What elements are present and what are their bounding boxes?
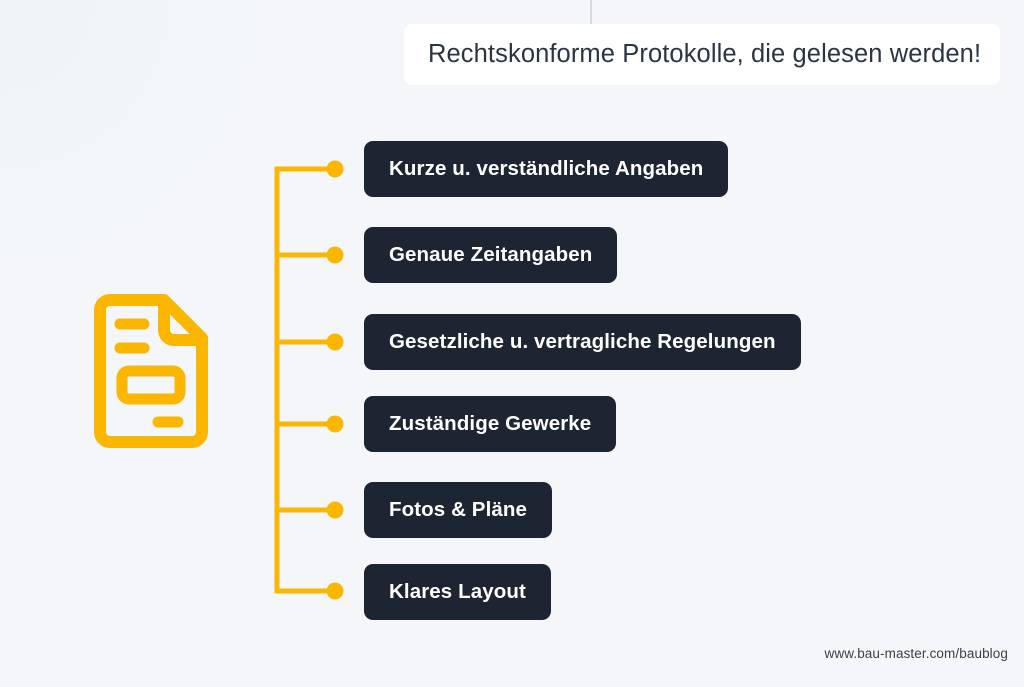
top-tick-mark [590, 0, 592, 25]
checklist-item: Zuständige Gewerke [364, 396, 617, 452]
checklist-item: Klares Layout [364, 564, 551, 620]
checklist-item: Kurze u. verständliche Angaben [364, 141, 729, 197]
checklist-item: Genaue Zeitangaben [364, 227, 618, 283]
document-icon [92, 290, 212, 450]
title-card: Rechtskonforme Protokolle, die gelesen w… [404, 24, 1000, 85]
checklist-item-label: Fotos & Pläne [389, 497, 527, 521]
checklist-item-label: Klares Layout [389, 579, 526, 603]
checklist-item: Gesetzliche u. vertragliche Regelungen [364, 314, 801, 370]
checklist-item: Fotos & Pläne [364, 482, 552, 538]
checklist-item-label: Zuständige Gewerke [389, 411, 592, 435]
checklist-item-label: Kurze u. verständliche Angaben [389, 156, 704, 180]
checklist-item-label: Gesetzliche u. vertragliche Regelungen [389, 329, 776, 353]
connector-tree [268, 150, 348, 610]
page-title: Rechtskonforme Protokolle, die gelesen w… [428, 40, 982, 69]
footer-url: www.bau-master.com/baublog [824, 646, 1008, 661]
checklist-item-label: Genaue Zeitangaben [389, 242, 593, 266]
